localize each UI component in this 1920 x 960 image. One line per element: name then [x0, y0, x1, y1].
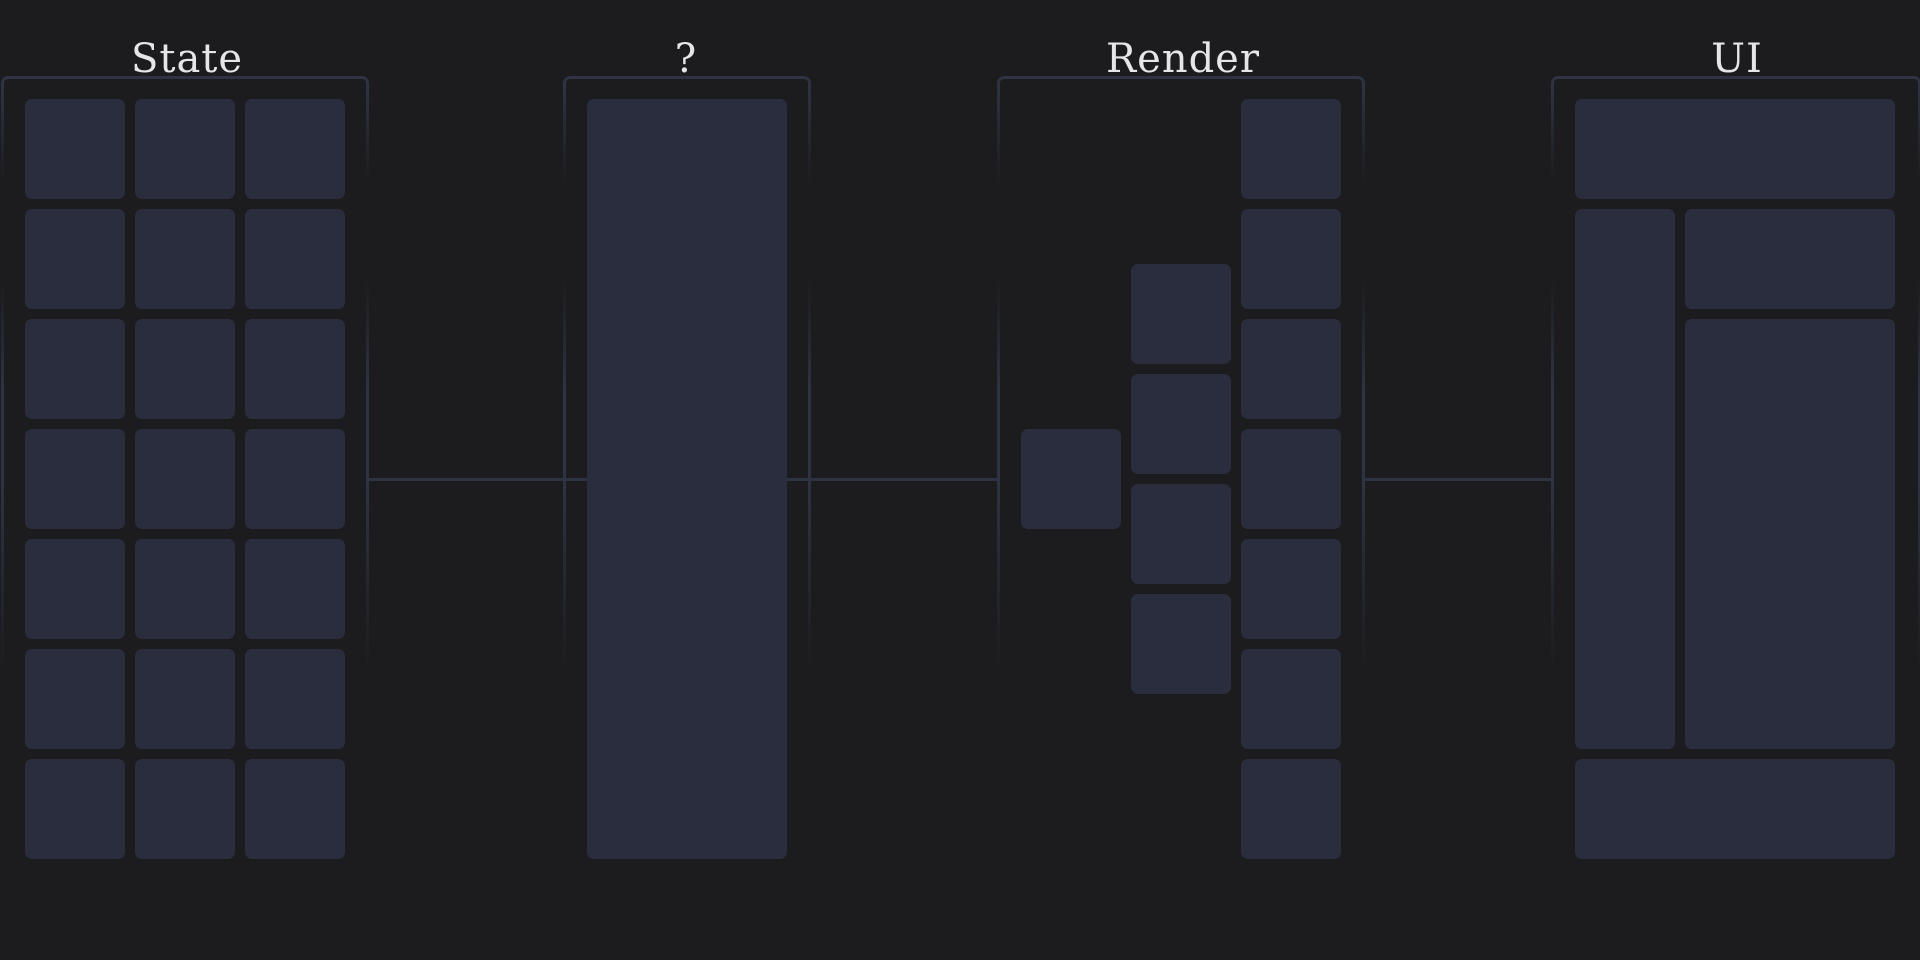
state-block — [25, 319, 125, 419]
state-block — [245, 99, 345, 199]
render-to-ui-connector — [1362, 478, 1554, 481]
render-leaf-block — [1241, 429, 1341, 529]
question-frame — [563, 76, 811, 676]
state-block — [135, 99, 235, 199]
state-block — [245, 539, 345, 639]
render-leaf-block — [1241, 649, 1341, 749]
unknown-block — [587, 99, 787, 859]
state-frame — [1, 76, 369, 676]
state-block — [25, 539, 125, 639]
state-block — [25, 649, 125, 749]
state-block — [25, 209, 125, 309]
ui-frame — [1551, 76, 1920, 676]
state-block — [135, 759, 235, 859]
render-frame — [997, 76, 1365, 676]
render-title: Render — [1106, 36, 1260, 82]
question-title: ? — [674, 36, 698, 82]
state-block — [25, 759, 125, 859]
render-leaf-block — [1241, 759, 1341, 859]
ui-main-block — [1685, 319, 1895, 749]
state-block — [135, 429, 235, 529]
render-mid-block — [1131, 264, 1231, 364]
render-mid-block — [1131, 594, 1231, 694]
state-block — [25, 429, 125, 529]
ui-top-panel-block — [1685, 209, 1895, 309]
render-mid-block — [1131, 374, 1231, 474]
render-leaf-block — [1241, 539, 1341, 639]
state-block — [25, 99, 125, 199]
render-mid-block — [1131, 484, 1231, 584]
state-to-question-connector — [366, 478, 588, 481]
state-title: State — [130, 36, 244, 82]
state-block — [245, 649, 345, 749]
state-block — [245, 319, 345, 419]
state-block — [245, 429, 345, 529]
ui-sidebar-block — [1575, 209, 1675, 749]
render-leaf-block — [1241, 319, 1341, 419]
ui-header-block — [1575, 99, 1895, 199]
ui-title: UI — [1711, 36, 1763, 82]
render-leaf-block — [1241, 99, 1341, 199]
question-to-render-connector — [786, 478, 1000, 481]
state-block — [135, 649, 235, 749]
render-leaf-block — [1241, 209, 1341, 309]
state-block — [135, 539, 235, 639]
state-block — [245, 759, 345, 859]
state-block — [245, 209, 345, 309]
state-block — [135, 319, 235, 419]
render-root-block — [1021, 429, 1121, 529]
state-block — [135, 209, 235, 309]
ui-footer-block — [1575, 759, 1895, 859]
